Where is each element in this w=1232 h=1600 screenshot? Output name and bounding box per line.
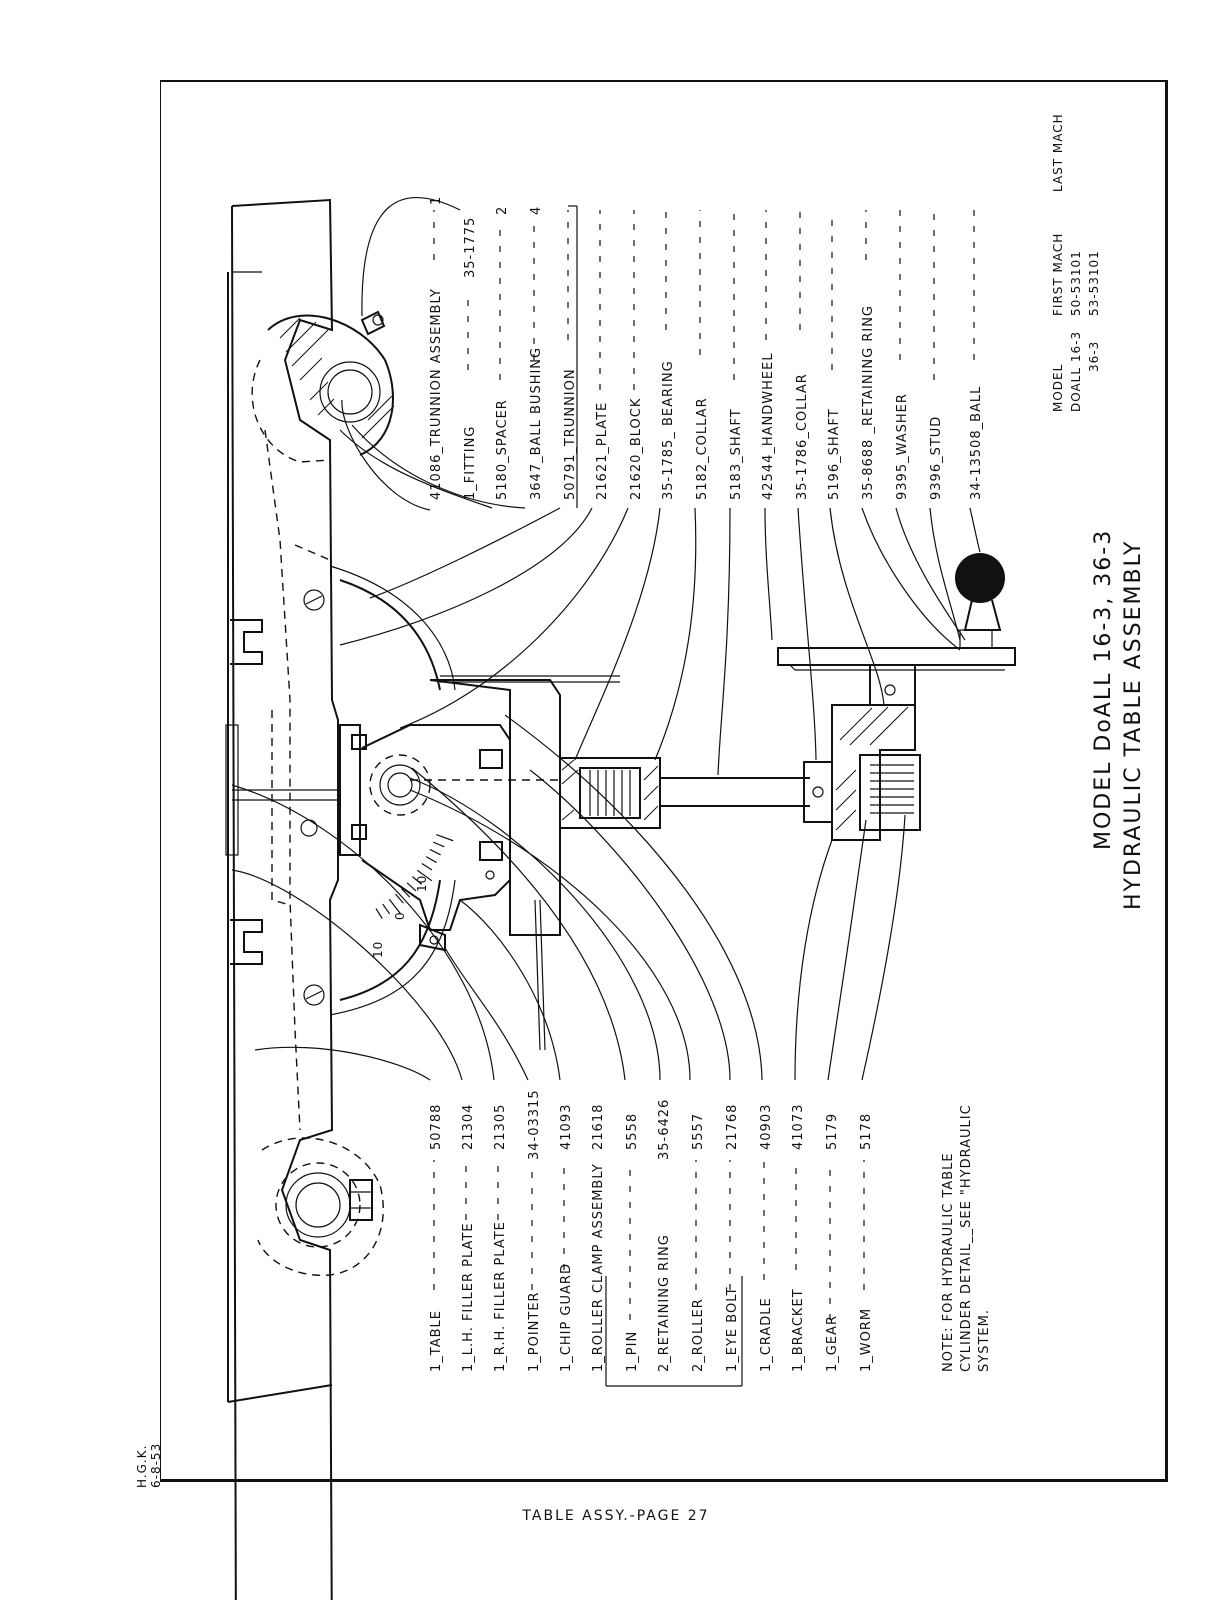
model-row-2-first: 53-53101	[1087, 250, 1101, 316]
scale-tick	[433, 841, 445, 848]
part-eye-bolt: 1_EYE BOLT	[725, 1286, 740, 1372]
scale-tick	[395, 893, 404, 904]
qty-ball-bushing: 4	[529, 206, 544, 215]
part-table: 1_TABLE	[429, 1310, 444, 1372]
part-retaining-ring-8688: 35-8688 _RETAINING RING	[861, 305, 876, 500]
num-bracket: 41073	[791, 1104, 806, 1150]
part-shaft-5196: 5196_SHAFT	[827, 408, 842, 500]
part-ball: 34-13508_BALL	[969, 386, 984, 500]
last-mach-header: LAST MACH	[1051, 113, 1065, 192]
part-spacer: 5180_SPACER	[495, 399, 510, 500]
qty-fitting: 35-1775	[463, 217, 478, 278]
part-pin: 1_PIN	[625, 1331, 640, 1372]
scale-tick	[436, 834, 454, 842]
page-footer: TABLE ASSY.-PAGE 27	[522, 1508, 710, 1524]
num-worm: 5178	[859, 1113, 874, 1150]
first-mach-header: FIRST MACH	[1051, 233, 1065, 316]
part-washer: 9395_WASHER	[895, 393, 910, 500]
part-retaining-ring-6426: 2_RETAINING RING	[657, 1234, 672, 1372]
top-trunnion	[251, 310, 395, 463]
scale-tick	[411, 876, 423, 885]
part-fitting: 1_FITTING	[463, 426, 478, 500]
part-gear: 1_GEAR	[825, 1315, 840, 1372]
title-line-2: HYDRAULIC TABLE ASSEMBLY	[1121, 540, 1146, 910]
part-roller-clamp-assembly: 1_ROLLER CLAMP ASSEMBLY	[591, 1163, 606, 1372]
qty-trunnion-assembly: 1	[429, 196, 444, 205]
scale-tick	[382, 903, 391, 915]
part-stud: 9396_STUD	[929, 416, 944, 500]
part-chip-guard: 1_CHIP GUARD	[559, 1263, 574, 1372]
drawing-border	[160, 80, 1168, 1482]
num-lh-filler-plate: 21304	[461, 1104, 476, 1150]
part-collar-1786: 35-1786_COLLAR	[795, 373, 810, 500]
model-header: MODEL	[1051, 364, 1065, 412]
scale-quadrant: 0 10 10	[300, 565, 456, 1016]
bottom-trunnion	[257, 1137, 384, 1276]
title-line-1: MODEL DoALL 16-3, 36-3	[1091, 529, 1116, 850]
part-roller: 2_ROLLER	[691, 1298, 706, 1372]
num-gear: 5179	[825, 1113, 840, 1150]
part-cradle: 1_CRADLE	[759, 1297, 774, 1372]
num-rh-filler-plate: 21305	[493, 1104, 508, 1150]
part-handwheel: 42544_HANDWHEEL	[761, 352, 776, 500]
part-plate: 21621_PLATE	[595, 402, 610, 500]
part-lh-filler-plate: 1_L.H. FILLER PLATE	[461, 1222, 476, 1372]
scale-tick	[416, 869, 433, 882]
note-line-1: NOTE: FOR HYDRAULIC TABLE	[941, 1152, 956, 1372]
scale-tick	[406, 882, 417, 892]
part-trunnion-assembly: 41086_TRUNNION ASSEMBLY	[429, 288, 444, 500]
part-pointer: 1_POINTER	[527, 1291, 542, 1372]
scale-tick	[429, 848, 441, 856]
note-line-3: SYSTEM.	[977, 1309, 992, 1372]
part-worm: 1_WORM	[859, 1308, 874, 1372]
num-table: 50788	[429, 1104, 444, 1150]
num-roller-clamp-assembly: 21618	[591, 1104, 606, 1150]
num-cradle: 40903	[759, 1104, 774, 1150]
num-roller: 5557	[691, 1113, 706, 1150]
scale-mark-0: 0	[393, 911, 407, 920]
part-trunnion: 50791_TRUNNION	[563, 368, 578, 500]
part-bearing: 35-1785_ BEARING	[661, 360, 676, 500]
model-row-1-model: DOALL 16-3	[1069, 331, 1083, 412]
scale-tick	[388, 898, 401, 914]
note-line-2: CYLINDER DETAIL__SEE "HYDRAULIC	[959, 1104, 974, 1372]
scale-tick	[425, 856, 437, 864]
model-row-2-model: 36-3	[1087, 341, 1101, 372]
part-bracket: 1_BRACKET	[791, 1288, 806, 1372]
leader-lines	[231, 196, 981, 1387]
scale-tick	[401, 888, 411, 898]
num-retaining-ring-6426: 35-6426	[657, 1099, 672, 1160]
model-row-1-first: 50-53101	[1069, 250, 1083, 316]
part-collar-5182: 5182_COLLAR	[695, 397, 710, 500]
part-ball-bushing: 3647_BALL BUSHING	[529, 347, 544, 500]
part-block: 21620_BLOCK	[629, 398, 644, 500]
scale-tick	[421, 863, 433, 871]
scale-mark-10-lower: 10	[371, 941, 385, 958]
num-pin: 5558	[625, 1113, 640, 1150]
num-chip-guard: 41093	[559, 1104, 574, 1150]
part-shaft-5183: 5183_SHAFT	[729, 408, 744, 500]
drawing-date: 6-8-53	[149, 1443, 163, 1488]
part-rh-filler-plate: 1_R.H. FILLER PLATE	[493, 1221, 508, 1372]
drafter-initials: H.G.K.	[135, 1445, 149, 1488]
scale-tick	[375, 908, 383, 920]
table-casting	[225, 198, 340, 1600]
shaft-assembly	[559, 553, 1016, 841]
num-eye-bolt: 21768	[725, 1104, 740, 1150]
scale-mark-10-upper: 10	[415, 875, 429, 892]
num-pointer: 34-03315	[527, 1089, 542, 1160]
qty-spacer: 2	[495, 206, 510, 215]
